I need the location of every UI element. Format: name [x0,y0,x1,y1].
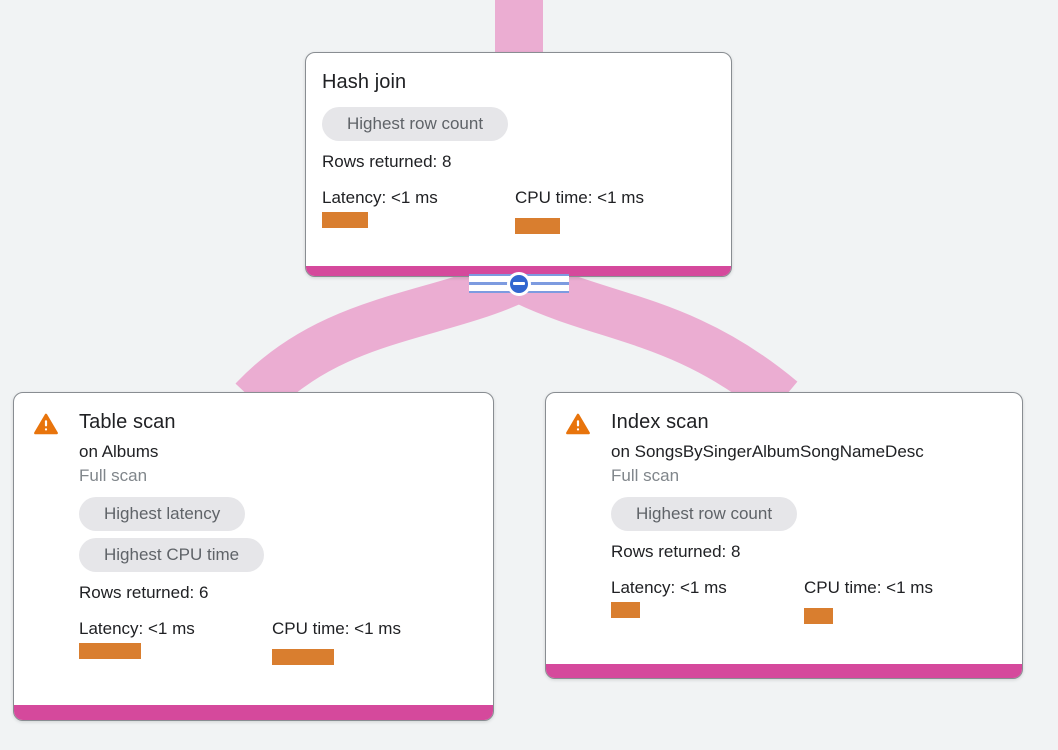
badge-highest-cpu-time: Highest CPU time [79,538,265,572]
latency-label: Latency: <1 ms [611,578,727,597]
badge-highest-row-count: Highest row count [322,107,509,141]
cpu-time-bar [272,649,334,665]
rows-returned-text: Rows returned: 8 [322,152,452,171]
latency-bar [322,212,368,228]
warning-triangle-icon [566,409,590,624]
latency-bar [611,602,640,618]
node-accent-strip [546,664,1022,678]
cpu-time-label: CPU time: <1 ms [272,619,401,638]
node-table-scan[interactable]: Table scan on Albums Full scan Highest l… [13,392,494,721]
node-subtitle: on Albums [79,442,159,461]
cpu-time-label: CPU time: <1 ms [515,188,644,207]
node-hash-join[interactable]: Hash join Highest row count Rows returne… [305,52,732,277]
badge-highest-latency: Highest latency [79,497,246,531]
scan-type-text: Full scan [611,466,680,485]
node-accent-strip [14,705,493,720]
node-index-scan[interactable]: Index scan on SongsBySingerAlbumSongName… [545,392,1023,679]
cpu-time-bar [515,218,560,234]
cpu-time-bar [804,608,833,624]
rows-returned-text: Rows returned: 6 [79,583,209,602]
latency-label: Latency: <1 ms [322,188,438,207]
scan-type-text: Full scan [79,466,148,485]
collapse-children-button[interactable] [469,271,569,296]
edge-hash-join-to-table-scan [235,258,523,417]
node-title: Table scan [79,411,176,433]
warning-triangle-icon [34,409,58,665]
node-accent-strip [306,266,731,276]
latency-label: Latency: <1 ms [79,619,195,638]
edge-parent-to-hash-join [495,0,543,58]
node-title: Index scan [611,411,709,433]
node-title: Hash join [322,71,407,93]
rows-returned-text: Rows returned: 8 [611,542,741,561]
collapse-minus-icon[interactable] [507,271,531,296]
edge-hash-join-to-index-scan [514,259,798,419]
node-subtitle: on SongsBySingerAlbumSongNameDesc [611,442,924,461]
latency-bar [79,643,141,659]
badge-highest-row-count: Highest row count [611,497,798,531]
cpu-time-label: CPU time: <1 ms [804,578,933,597]
